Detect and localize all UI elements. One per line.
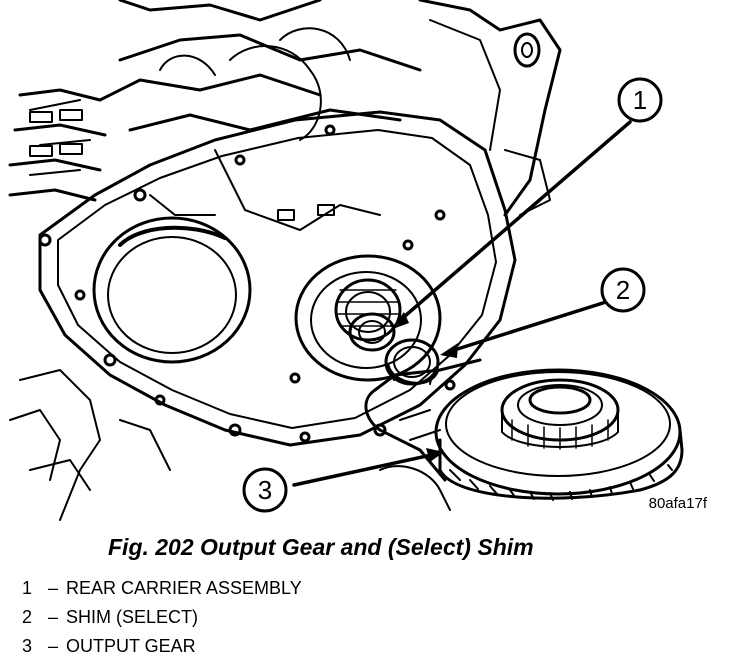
legend-item: 2–SHIM (SELECT) xyxy=(22,603,302,632)
legend-dash: – xyxy=(47,636,58,656)
leader-line-2 xyxy=(446,300,608,354)
hand-outline xyxy=(159,27,351,141)
callout-circle-2 xyxy=(600,267,646,313)
legend-item: 1–REAR CARRIER ASSEMBLY xyxy=(22,574,302,603)
callout-number-3: 3 xyxy=(258,475,272,505)
legend-number: 2 xyxy=(22,607,33,627)
legend-label: OUTPUT GEAR xyxy=(66,636,196,656)
legend-dash: – xyxy=(47,607,58,627)
legend-number: 1 xyxy=(22,578,33,598)
legend-label: REAR CARRIER ASSEMBLY xyxy=(66,578,302,598)
callout-number-2: 2 xyxy=(616,275,630,305)
legend-item: 3–OUTPUT GEAR xyxy=(22,632,302,661)
transfer-case-housing xyxy=(38,110,517,447)
transfer-case-illustration: 1 2 3 80afa17f xyxy=(8,0,708,521)
frame-structure xyxy=(8,0,562,217)
callout-circle-1 xyxy=(617,77,663,123)
leader-lines xyxy=(292,120,632,487)
figure-caption: Fig. 202 Output Gear and (Select) Shim xyxy=(108,534,534,560)
leader-line-1 xyxy=(396,120,632,324)
callout-number-1: 1 xyxy=(633,85,647,115)
output-shaft xyxy=(364,358,482,511)
legend-number: 3 xyxy=(22,636,33,656)
callout-circle-3 xyxy=(242,467,288,513)
lower-frame-structure xyxy=(9,369,171,521)
legend-dash: – xyxy=(47,578,58,598)
legend-label: SHIM (SELECT) xyxy=(66,607,199,627)
figure-code: 80afa17f xyxy=(649,495,708,512)
leader-arrowheads xyxy=(390,312,458,462)
legend-list: 1–REAR CARRIER ASSEMBLY 2–SHIM (SELECT) … xyxy=(22,574,302,661)
leader-line-3 xyxy=(292,452,438,487)
rear-carrier-ring xyxy=(348,312,396,352)
output-gear xyxy=(434,368,684,501)
